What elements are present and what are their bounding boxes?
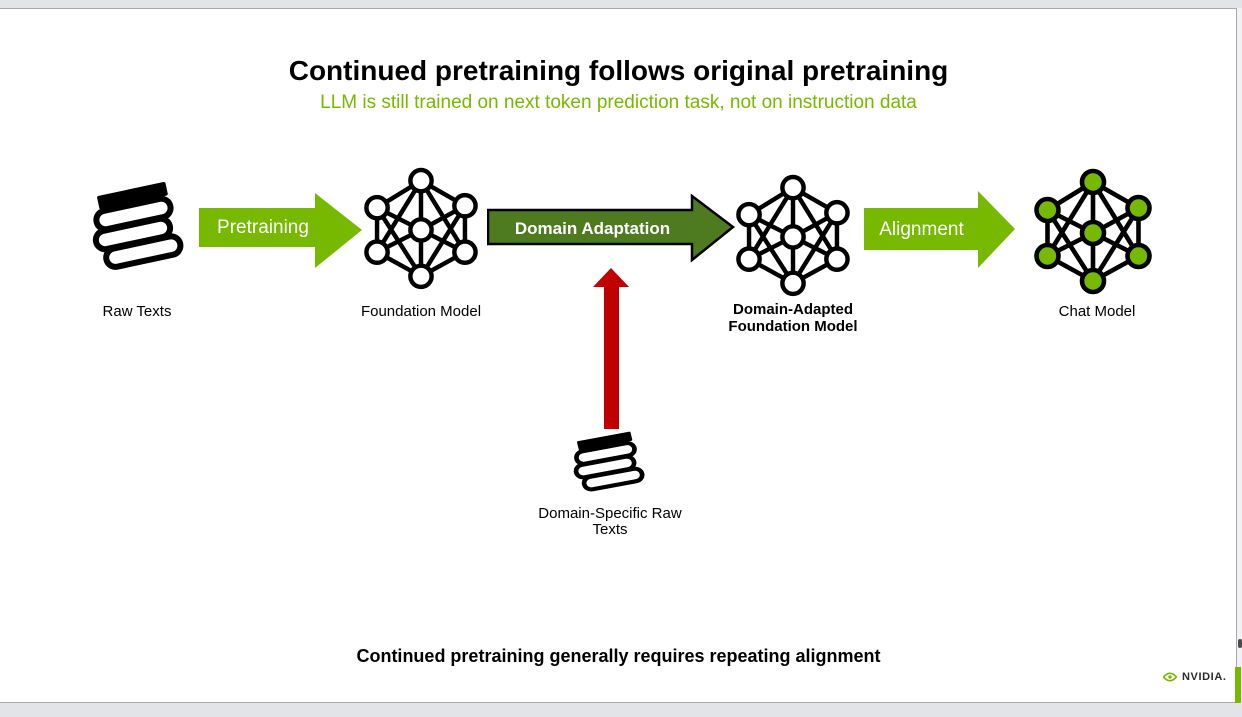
- slide-title: Continued pretraining follows original p…: [288, 55, 949, 86]
- alignment-arrow: [864, 191, 1015, 268]
- alignment-arrow-label: Alignment: [879, 219, 964, 240]
- nvidia-green-edge-tab: [1235, 667, 1241, 703]
- nvidia-eye-icon: [1162, 672, 1178, 682]
- domain-adapted-model-label-line1: Domain-Adapted: [733, 301, 853, 318]
- nvidia-wordmark: NVIDIA.: [1182, 671, 1227, 683]
- bottom-note: Continued pretraining generally requires…: [356, 646, 881, 666]
- chat-model-label: Chat Model: [1058, 303, 1136, 320]
- pretraining-arrow-label: Pretraining: [217, 217, 309, 238]
- top-gray-strip: [0, 0, 1242, 8]
- domain-adaptation-arrow: [487, 193, 736, 263]
- nvidia-logo: NVIDIA.: [1162, 671, 1227, 683]
- neural-network-icon: [736, 174, 850, 297]
- domain-adapted-model-label: Domain-Adapted Foundation Model: [713, 301, 873, 335]
- pretraining-arrow: [199, 193, 362, 268]
- domain-specific-texts-label-line1: Domain-Specific Raw: [538, 505, 682, 522]
- domain-adaptation-arrow-label: Domain Adaptation: [514, 219, 671, 238]
- raw-texts-label: Raw Texts: [102, 303, 172, 320]
- domain-adapted-model-label-line2: Foundation Model: [728, 318, 858, 335]
- foundation-model-label: Foundation Model: [360, 303, 482, 320]
- domain-specific-texts-label: Domain-Specific Raw Texts: [534, 506, 686, 538]
- neural-network-icon: [364, 167, 478, 290]
- book-stack-icon: [92, 181, 184, 270]
- scrollbar-thumb[interactable]: [1238, 639, 1242, 648]
- domain-specific-texts-label-line2: Texts: [592, 521, 628, 538]
- neural-network-green-icon: [1034, 168, 1152, 295]
- slide-subtitle: LLM is still trained on next token predi…: [320, 92, 917, 113]
- feed-up-arrow: [593, 268, 629, 429]
- bottom-gray-strip: [0, 703, 1242, 717]
- book-stack-icon: [573, 431, 645, 492]
